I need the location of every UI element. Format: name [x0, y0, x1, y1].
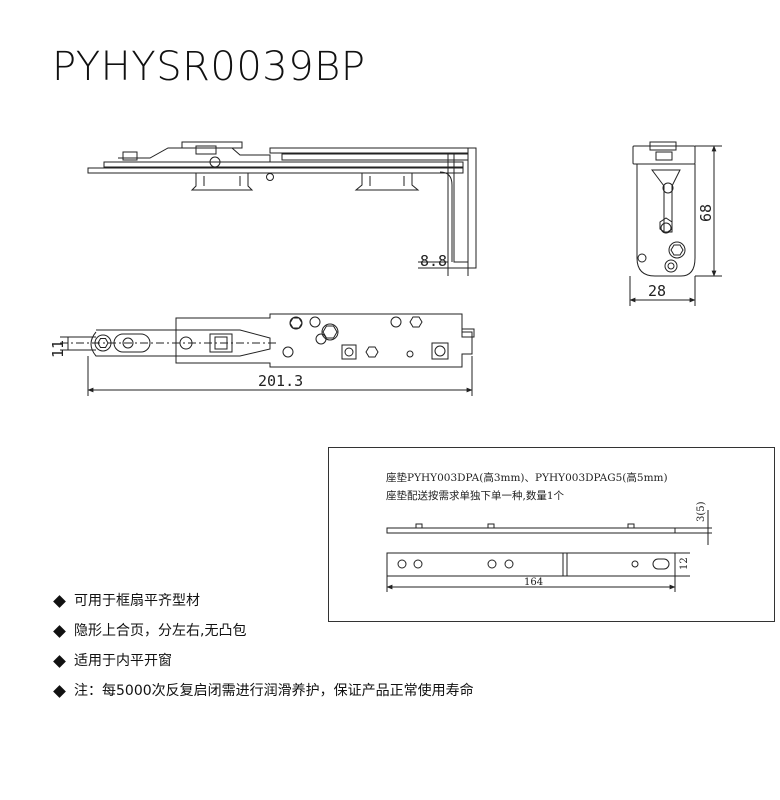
depth-dimension-label: 28: [648, 282, 666, 300]
seat-pad-inset-frame: [328, 447, 775, 622]
offset-dimension: [418, 261, 469, 276]
seat-pad-top-view: [386, 552, 690, 577]
length-dimension-label: 201.3: [258, 372, 303, 390]
feature-text: 注：每5000次反复启闭需进行润滑养护，保证产品正常使用寿命: [74, 683, 474, 699]
diamond-bullet-icon: [53, 594, 66, 608]
seat-pad-length-dimension: [386, 576, 676, 592]
hinge-side-view: [87, 141, 477, 269]
seat-pad-note-line-2: 座垫配送按需求单独下单一种,数量1个: [386, 490, 565, 502]
seat-pad-width-label: 12: [679, 557, 690, 570]
product-model-title: PYHYSR0039BP: [52, 44, 366, 90]
depth-dimension: [629, 276, 696, 306]
seat-pad-note-line-1: 座垫PYHY003DPA(高3mm)、PYHY003DPAG5(高5mm): [386, 472, 668, 484]
seat-pad-length-label: 164: [524, 577, 543, 588]
diamond-bullet-icon: [53, 684, 66, 698]
length-dimension: [87, 356, 473, 396]
feature-item: 适用于内平开窗: [52, 646, 474, 676]
offset-dimension-label: 8.8: [420, 252, 447, 270]
feature-item: 隐形上合页，分左右,无凸包: [52, 616, 474, 646]
feature-item: 可用于框扇平齐型材: [52, 586, 474, 616]
feature-text: 隐形上合页，分左右,无凸包: [74, 623, 247, 639]
height-dimension: [695, 145, 722, 277]
thickness-dimension-label: 11: [49, 340, 67, 358]
feature-item: 注：每5000次反复启闭需进行润滑养护，保证产品正常使用寿命: [52, 676, 474, 706]
feature-text: 适用于内平开窗: [74, 653, 172, 669]
diamond-bullet-icon: [53, 654, 66, 668]
hinge-top-view: [60, 313, 475, 368]
height-dimension-label: 68: [697, 204, 715, 222]
feature-text: 可用于框扇平齐型材: [74, 593, 200, 609]
seat-pad-thickness-label: 3(5): [696, 501, 707, 522]
seat-pad-side-view: [386, 510, 712, 545]
hinge-front-view: [632, 141, 696, 277]
feature-list: 可用于框扇平齐型材 隐形上合页，分左右,无凸包 适用于内平开窗 注：每5000次…: [52, 586, 474, 706]
thickness-dimension: [60, 336, 96, 351]
diamond-bullet-icon: [53, 624, 66, 638]
